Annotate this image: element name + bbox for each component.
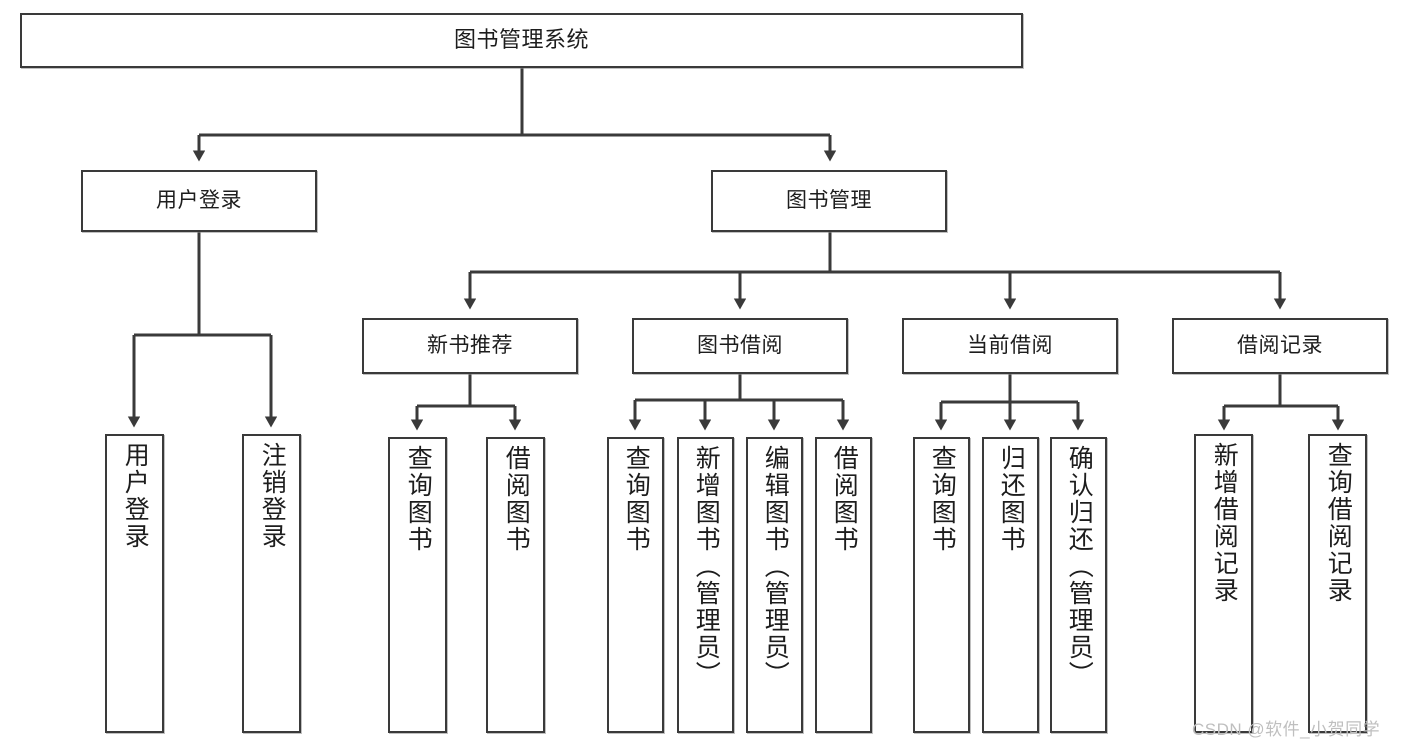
leaf-book-borrow-0[interactable]: 查询图书 <box>607 437 664 733</box>
node-label: 用户登录 <box>121 442 150 550</box>
node-label: 确认归还（管理员） <box>1065 445 1094 688</box>
leaf-user-login-0[interactable]: 用户登录 <box>105 434 164 733</box>
node-label: 查询图书 <box>404 445 433 553</box>
node-current-borrow[interactable]: 当前借阅 <box>902 318 1118 374</box>
node-label: 注销登录 <box>258 442 287 550</box>
leaf-current-borrow-0[interactable]: 查询图书 <box>913 437 970 733</box>
node-label: 编辑图书（管理员） <box>761 445 790 688</box>
node-label: 用户登录 <box>156 189 242 213</box>
node-label: 查询借阅记录 <box>1324 442 1353 604</box>
node-label: 查询图书 <box>928 445 957 553</box>
leaf-book-borrow-3[interactable]: 借阅图书 <box>815 437 872 733</box>
node-root-system[interactable]: 图书管理系统 <box>20 13 1023 68</box>
node-label: 借阅图书 <box>502 445 531 553</box>
leaf-new-book-recommend-1[interactable]: 借阅图书 <box>486 437 545 733</box>
leaf-borrow-record-0[interactable]: 新增借阅记录 <box>1194 434 1253 733</box>
node-label: 借阅记录 <box>1237 334 1323 358</box>
csdn-watermark: CSDN @软件_小贺同学 <box>1192 720 1381 739</box>
leaf-current-borrow-1[interactable]: 归还图书 <box>982 437 1039 733</box>
node-book-borrow[interactable]: 图书借阅 <box>632 318 848 374</box>
leaf-current-borrow-2[interactable]: 确认归还（管理员） <box>1050 437 1107 733</box>
node-label: 图书管理系统 <box>453 27 589 53</box>
node-label: 图书借阅 <box>697 334 783 358</box>
node-label: 归还图书 <box>997 445 1026 553</box>
node-label: 新增借阅记录 <box>1210 442 1239 604</box>
node-label: 新书推荐 <box>427 334 513 358</box>
node-label: 图书管理 <box>786 189 872 213</box>
node-book-manage[interactable]: 图书管理 <box>711 170 947 232</box>
leaf-borrow-record-1[interactable]: 查询借阅记录 <box>1308 434 1367 733</box>
leaf-book-borrow-1[interactable]: 新增图书（管理员） <box>677 437 734 733</box>
node-label: 借阅图书 <box>830 445 859 553</box>
node-label: 新增图书（管理员） <box>692 445 721 688</box>
node-borrow-record[interactable]: 借阅记录 <box>1172 318 1388 374</box>
node-label: 当前借阅 <box>967 334 1053 358</box>
node-new-book-recommend[interactable]: 新书推荐 <box>362 318 578 374</box>
leaf-user-login-1[interactable]: 注销登录 <box>242 434 301 733</box>
node-label: 查询图书 <box>622 445 651 553</box>
leaf-book-borrow-2[interactable]: 编辑图书（管理员） <box>746 437 803 733</box>
leaf-new-book-recommend-0[interactable]: 查询图书 <box>388 437 447 733</box>
node-user-login[interactable]: 用户登录 <box>81 170 317 232</box>
